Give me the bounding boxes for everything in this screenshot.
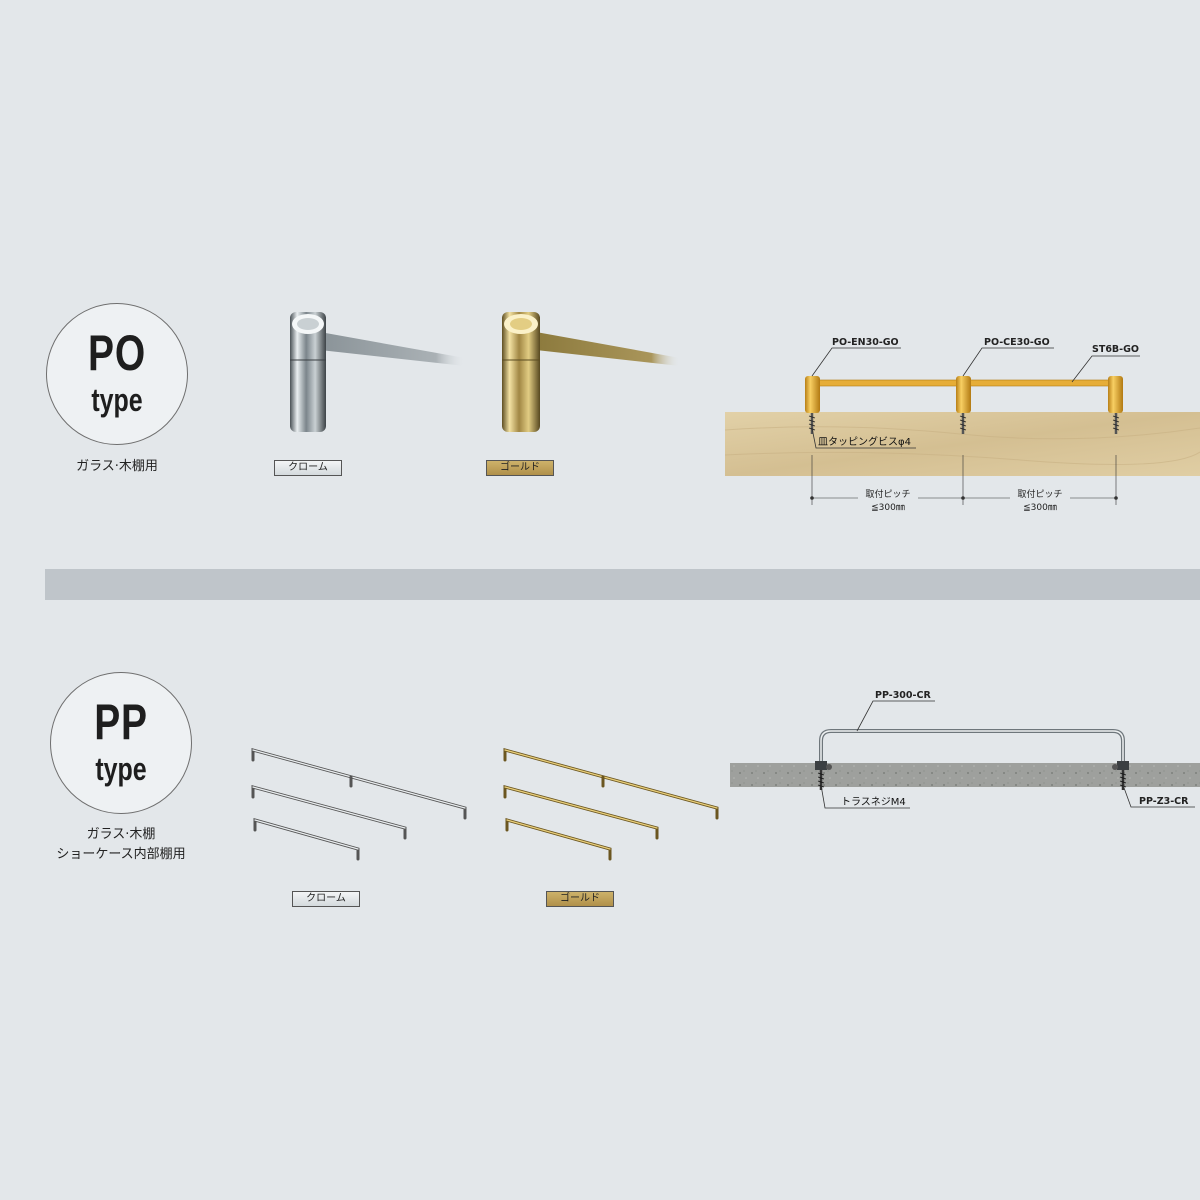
po-type-code: PO — [88, 325, 146, 381]
pp-type-badge: PP type — [50, 672, 192, 814]
pp-rail-label: PP-300-CR — [875, 690, 931, 701]
pp-installation-diagram: PP-300-CR トラスネジM4 PP-Z3-CR — [730, 690, 1200, 809]
section-divider — [45, 569, 1200, 600]
pitch-value-right: ≦300㎜ — [1023, 503, 1057, 513]
pp-finish-chrome-label: クローム — [292, 891, 360, 907]
concrete-shelf — [730, 763, 1200, 787]
center-post — [956, 376, 971, 434]
end-post-right — [1108, 376, 1123, 434]
pp-holder-label: PP-Z3-CR — [1139, 796, 1189, 807]
pp-use-text-line2: ショーケース内部棚用 — [56, 847, 186, 862]
po-end-cap-label: PO-EN30-GO — [832, 337, 899, 348]
end-post-left — [805, 376, 820, 434]
pp-type-word: type — [95, 751, 147, 787]
pp-use-text-line1: ガラス·木棚 — [86, 827, 156, 842]
po-type-badge: PO type — [46, 303, 188, 445]
po-finish-gold-label: ゴールド — [486, 460, 554, 476]
po-finish-chrome-label: クローム — [274, 460, 342, 476]
po-gold-product-image — [502, 312, 680, 432]
pp-finish-gold-label: ゴールド — [546, 891, 614, 907]
po-chrome-product-image — [290, 312, 465, 432]
pitch-label-right: 取付ピッチ — [1017, 489, 1062, 500]
pp-chrome-product-image — [251, 748, 467, 861]
pitch-value-left: ≦300㎜ — [871, 503, 905, 513]
po-center-cap-label: PO-CE30-GO — [984, 337, 1050, 348]
pp-type-code: PP — [94, 694, 148, 750]
po-screw-label: 皿タッピングビスφ4 — [818, 435, 911, 448]
po-bar-label: ST6B-GO — [1092, 344, 1139, 355]
po-installation-diagram: PO-EN30-GO PO-CE30-GO ST6B-GO 皿タッピングビスφ4… — [724, 337, 1200, 514]
po-type-word: type — [91, 382, 143, 418]
pp-gold-product-image — [503, 748, 719, 861]
pp-screw-label: トラスネジM4 — [841, 796, 906, 808]
pitch-label-left: 取付ピッチ — [865, 489, 910, 500]
po-use-text: ガラス·木棚用 — [76, 459, 158, 474]
holder-right — [1112, 761, 1129, 790]
chrome-rail — [819, 729, 1125, 767]
